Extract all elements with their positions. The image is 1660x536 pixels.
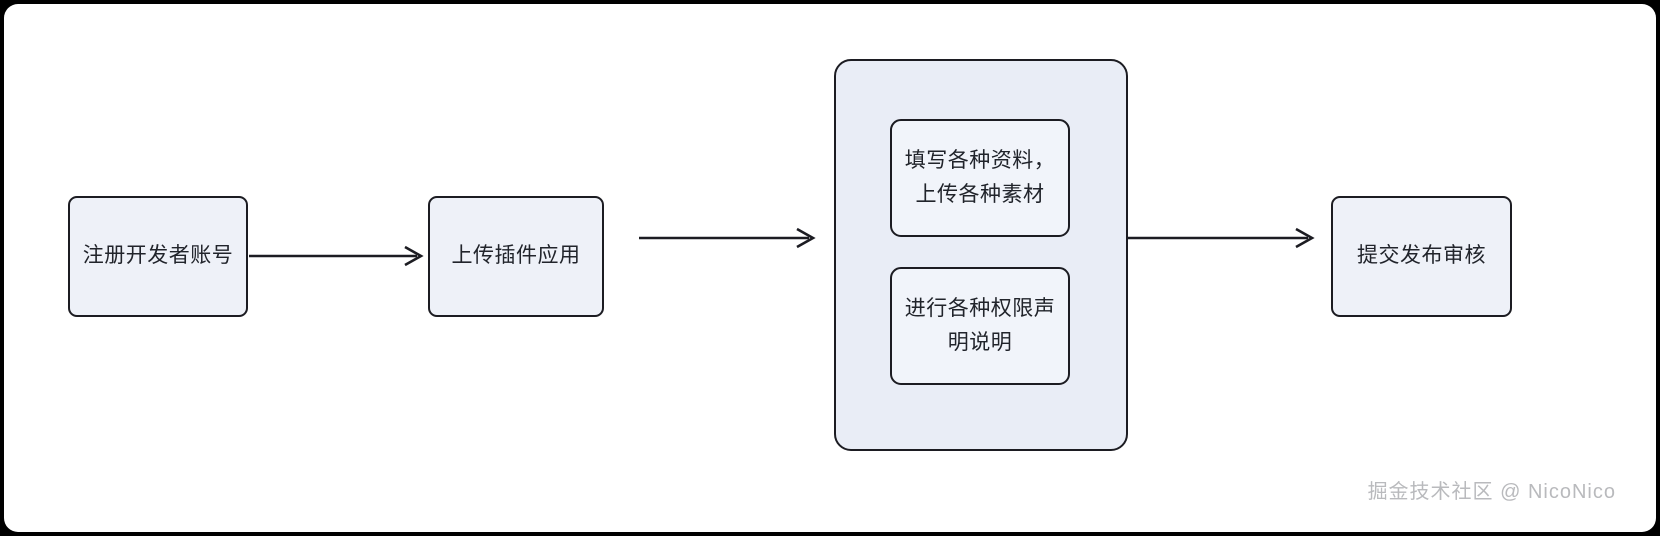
watermark: 掘金技术社区 @ NicoNico	[1367, 481, 1616, 503]
node-register-developer-account[interactable]: 注册开发者账号	[68, 196, 248, 317]
node-label: 上传插件应用	[451, 244, 581, 268]
node-label-line-1: 进行各种权限声	[904, 297, 1056, 321]
node-label-line-1: 填写各种资料，	[904, 149, 1056, 173]
arrow-register-to-upload	[249, 244, 431, 268]
node-fill-materials-upload-assets[interactable]: 填写各种资料， 上传各种素材	[890, 119, 1070, 237]
node-upload-plugin-application[interactable]: 上传插件应用	[428, 196, 604, 317]
node-label: 注册开发者账号	[82, 244, 234, 268]
diagram-canvas: 注册开发者账号 上传插件应用 填写各种资料， 上传各种素材 进行各种权限声 明说…	[4, 4, 1656, 532]
arrow-upload-to-group	[639, 226, 823, 250]
node-submit-publish-review[interactable]: 提交发布审核	[1331, 196, 1512, 317]
node-label-line-2: 上传各种素材	[915, 183, 1045, 206]
node-permission-declarations[interactable]: 进行各种权限声 明说明	[890, 267, 1070, 385]
node-group-application-details[interactable]	[834, 59, 1128, 451]
arrow-group-to-submit	[1126, 226, 1322, 250]
node-label-line-2: 明说明	[947, 331, 1013, 354]
node-label: 提交发布审核	[1357, 244, 1486, 268]
